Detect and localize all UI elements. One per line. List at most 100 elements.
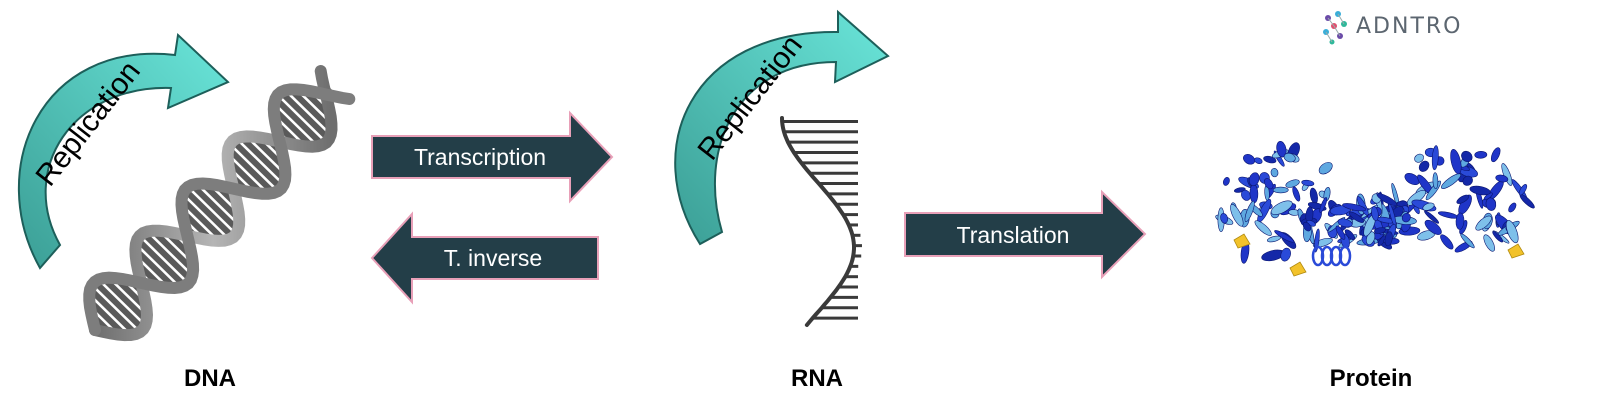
protein-ribbon xyxy=(1244,200,1255,223)
transcription-label: Transcription xyxy=(414,144,546,170)
translation-label: Translation xyxy=(957,222,1070,248)
protein-ribbon xyxy=(1223,177,1230,186)
reverse-transcription-arrow: T. inverse xyxy=(370,211,599,305)
protein-ribbon xyxy=(1424,219,1442,235)
protein-ribbon xyxy=(1335,225,1346,240)
protein-ribbon xyxy=(1455,212,1465,230)
protein-helix xyxy=(1338,245,1352,267)
dna-base-pair xyxy=(92,279,146,332)
protein-ribbon xyxy=(1301,179,1315,187)
protein-ribbon xyxy=(1431,145,1439,171)
dna-base-pair xyxy=(238,134,288,183)
protein-beta-strand xyxy=(1507,243,1525,259)
dna-base-pair xyxy=(133,247,177,291)
protein-ribbon xyxy=(1384,231,1393,247)
dna-base-pair xyxy=(230,138,284,191)
transcription-arrow: Transcription xyxy=(371,110,614,204)
protein-ribbon xyxy=(1264,178,1274,190)
adntro-logo: ADNTRO xyxy=(1323,11,1463,45)
dna-base-pair xyxy=(288,87,334,132)
protein-ribbon xyxy=(1422,202,1435,211)
protein-ribbon xyxy=(1505,220,1519,244)
protein-ribbon xyxy=(1376,193,1398,206)
protein-ribbon xyxy=(1319,197,1328,213)
protein-ribbon xyxy=(1348,211,1365,223)
protein-ribbon xyxy=(1302,221,1312,232)
protein-ribbon xyxy=(1263,155,1277,164)
protein-ribbon xyxy=(1508,202,1517,213)
rna-label: RNA xyxy=(791,365,843,392)
dna-base-pair xyxy=(179,196,227,243)
protein-ribbon xyxy=(1475,215,1492,231)
protein-ribbon xyxy=(1230,204,1244,227)
dna-label: DNA xyxy=(184,365,236,392)
protein-ribbon xyxy=(1270,200,1293,215)
protein-ribbon xyxy=(1254,157,1263,164)
reverse-transcription-label: T. inverse xyxy=(444,245,542,271)
protein-ribbon xyxy=(1344,229,1356,241)
protein-ribbon xyxy=(1401,212,1411,223)
dna-base-pair xyxy=(150,228,196,273)
protein-ribbon xyxy=(1462,175,1473,186)
protein-ribbon xyxy=(1318,162,1333,175)
protein-ribbon xyxy=(1283,152,1296,163)
dna-base-pair xyxy=(278,89,332,142)
protein-ribbon xyxy=(1414,153,1424,163)
protein-beta-strand xyxy=(1233,233,1251,249)
rna-bases xyxy=(782,119,862,320)
dna-base-pair xyxy=(135,237,187,288)
protein-ribbon xyxy=(1314,228,1320,253)
protein-ribbon xyxy=(1441,173,1461,189)
protein-ribbon xyxy=(1483,234,1495,252)
protein-ribbon xyxy=(1440,234,1454,250)
translation-arrow: Translation xyxy=(904,189,1147,280)
protein-label: Protein xyxy=(1330,365,1413,392)
protein-ribbon xyxy=(1490,147,1501,163)
protein-ribbon xyxy=(1342,203,1367,212)
dna-strand-a xyxy=(89,65,338,342)
dna-base-pair xyxy=(141,230,193,283)
protein-ribbon xyxy=(1469,185,1491,196)
dna-base-pair xyxy=(273,96,325,147)
protein-beta-strand xyxy=(1289,261,1307,277)
dna-base-pair xyxy=(226,146,276,196)
protein-ribbon xyxy=(1404,172,1420,186)
molecule-dots-icon xyxy=(1323,11,1347,45)
rna-strand-image xyxy=(780,116,862,327)
dna-base-pair xyxy=(88,287,138,337)
protein-ribbon xyxy=(1518,184,1528,196)
protein-ribbon xyxy=(1243,154,1256,165)
dna-base-pair xyxy=(182,187,236,240)
protein-ribbon xyxy=(1371,206,1379,221)
protein-ribbons xyxy=(1215,140,1535,277)
dna-base-pairs xyxy=(87,83,337,338)
protein-ribbon xyxy=(1474,150,1488,159)
protein-ribbon xyxy=(1220,213,1229,224)
brand-name: ADNTRO xyxy=(1356,14,1463,39)
protein-ribbon xyxy=(1266,235,1282,243)
protein-ribbon xyxy=(1432,172,1439,189)
protein-ribbon xyxy=(1272,186,1289,194)
protein-ribbon xyxy=(1456,194,1470,204)
protein-ribbon xyxy=(1309,187,1318,204)
rna-backbone xyxy=(780,116,856,327)
protein-ribbon xyxy=(1274,230,1295,243)
protein-ribbon xyxy=(1254,220,1272,236)
protein-ribbon xyxy=(1418,160,1430,172)
protein-ribbon xyxy=(1495,174,1509,183)
protein-ribbon xyxy=(1437,211,1459,219)
protein-ribbon xyxy=(1461,150,1473,163)
protein-structure-image xyxy=(1215,140,1535,277)
protein-ribbon xyxy=(1424,210,1440,224)
protein-ribbon xyxy=(1450,148,1462,175)
dna-base-pair xyxy=(101,276,149,323)
protein-ribbon xyxy=(1292,186,1301,202)
dna-base-pair xyxy=(189,182,241,233)
protein-ribbon xyxy=(1280,247,1291,262)
protein-ribbon xyxy=(1248,172,1260,187)
protein-ribbon xyxy=(1374,227,1386,234)
dna-strand-b xyxy=(83,83,356,336)
protein-ribbon xyxy=(1276,140,1287,158)
